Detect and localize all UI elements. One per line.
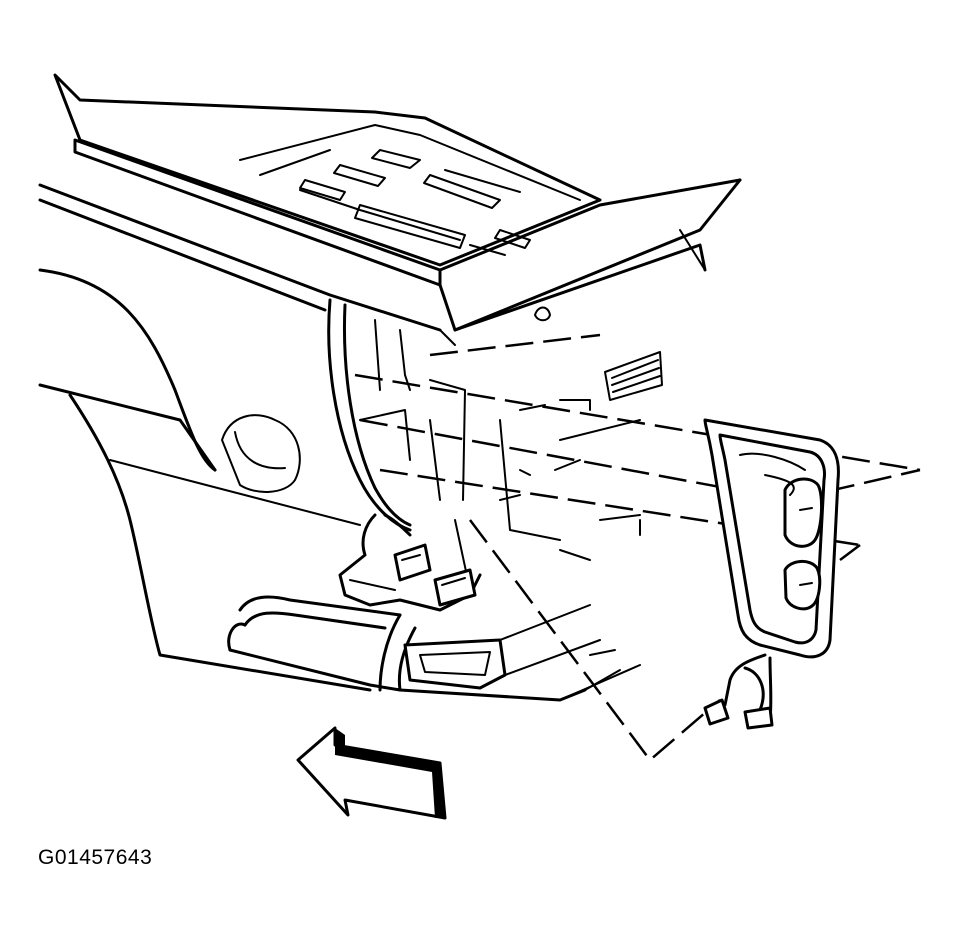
lamp-wiring-harness — [703, 653, 774, 730]
tailgate-top — [53, 73, 742, 346]
rear-bumper — [227, 595, 641, 702]
lamp-opening — [359, 319, 663, 591]
vent-grille — [604, 351, 663, 401]
body-wiring-connector — [338, 513, 482, 612]
figure-id-label: G01457643 — [38, 846, 153, 869]
bed-side-panel — [38, 183, 442, 692]
direction-arrow-icon — [296, 726, 447, 820]
tail-lamp-assembly — [703, 418, 840, 659]
